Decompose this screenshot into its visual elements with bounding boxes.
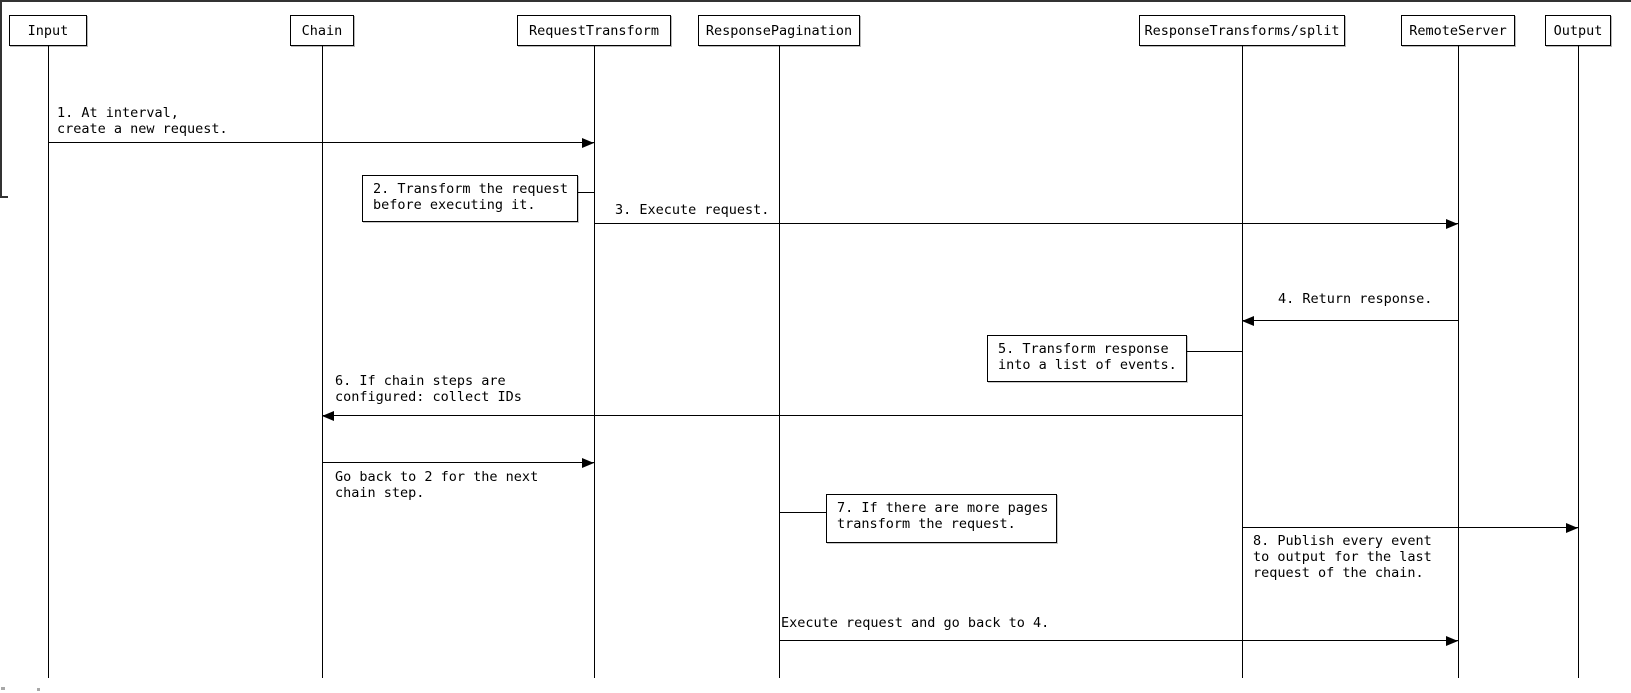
participant-box-responsepagination: ResponsePagination xyxy=(698,15,860,46)
msg-6-arrow-line xyxy=(322,415,1242,416)
msg-4-arrowhead-icon xyxy=(1242,316,1254,326)
participant-box-input: Input xyxy=(9,15,87,46)
participant-box-chain: Chain xyxy=(290,15,354,46)
lifeline-responsepagination xyxy=(779,46,780,678)
note-2-connector xyxy=(578,192,594,193)
msg-go-back-label-line: Go back to 2 for the next xyxy=(335,469,539,485)
lifeline-remoteserver xyxy=(1458,46,1459,678)
msg-3-arrow-line xyxy=(594,223,1458,224)
frame-left-border-foot xyxy=(0,196,8,198)
msg-3-label-line: 3. Execute request. xyxy=(615,202,770,218)
msg-3-arrowhead-icon xyxy=(1446,219,1458,229)
msg-8-label-line: request of the chain. xyxy=(1253,565,1424,581)
note-2-text-line: 2. Transform the request xyxy=(373,181,569,197)
lifeline-chain xyxy=(322,46,323,678)
msg-4-label-line: 4. Return response. xyxy=(1278,291,1433,307)
msg-6-label-line: 6. If chain steps are xyxy=(335,373,506,389)
msg-6-label-line: configured: collect IDs xyxy=(335,389,522,405)
note-7-connector xyxy=(779,512,826,513)
msg-8-arrow-line xyxy=(1242,527,1578,528)
frame-left-border xyxy=(0,0,2,197)
participant-box-responsetransforms-split: ResponseTransforms/split xyxy=(1139,15,1345,46)
note-5-connector xyxy=(1187,351,1242,352)
lifeline-output xyxy=(1578,46,1579,678)
msg-1-label-line: create a new request. xyxy=(57,121,228,137)
bottom-edge-artifact xyxy=(37,688,40,691)
msg-8-arrowhead-icon xyxy=(1566,523,1578,533)
msg-1-arrow-line xyxy=(48,142,594,143)
msg-1-label: 1. At interval,create a new request. xyxy=(57,105,228,137)
msg-3-label: 3. Execute request. xyxy=(615,202,769,218)
lifeline-requesttransform xyxy=(594,46,595,678)
note-7-text-line: 7. If there are more pages xyxy=(837,500,1049,516)
frame-top-border xyxy=(0,0,1631,2)
msg-8-label-line: 8. Publish every event xyxy=(1253,533,1432,549)
note-5-text-line: into a list of events. xyxy=(998,357,1177,373)
participant-box-remoteserver: RemoteServer xyxy=(1401,15,1515,46)
lifeline-input xyxy=(48,46,49,678)
bottom-edge-artifact xyxy=(1,687,5,690)
note-2-text-line: before executing it. xyxy=(373,197,536,213)
msg-1-arrowhead-icon xyxy=(582,138,594,148)
msg-execute-loop-label: Execute request and go back to 4. xyxy=(781,615,1049,631)
participant-box-output: Output xyxy=(1545,15,1611,46)
note-5-text-line: 5. Transform response xyxy=(998,341,1169,357)
msg-execute-loop-label-line: Execute request and go back to 4. xyxy=(781,615,1050,631)
msg-8-label-line: to output for the last xyxy=(1253,549,1432,565)
msg-4-arrow-line xyxy=(1242,320,1458,321)
msg-go-back-arrowhead-icon xyxy=(582,458,594,468)
msg-go-back-label-line: chain step. xyxy=(335,485,425,501)
msg-1-label-line: 1. At interval, xyxy=(57,105,179,121)
msg-execute-loop-arrowhead-icon xyxy=(1446,636,1458,646)
msg-go-back-arrow-line xyxy=(322,462,594,463)
msg-execute-loop-arrow-line xyxy=(779,640,1458,641)
participant-box-requesttransform: RequestTransform xyxy=(517,15,671,46)
note-7-text-line: transform the request. xyxy=(837,516,1016,532)
msg-4-label: 4. Return response. xyxy=(1278,291,1432,307)
lifeline-responsetransforms-split xyxy=(1242,46,1243,678)
msg-6-arrowhead-icon xyxy=(322,411,334,421)
